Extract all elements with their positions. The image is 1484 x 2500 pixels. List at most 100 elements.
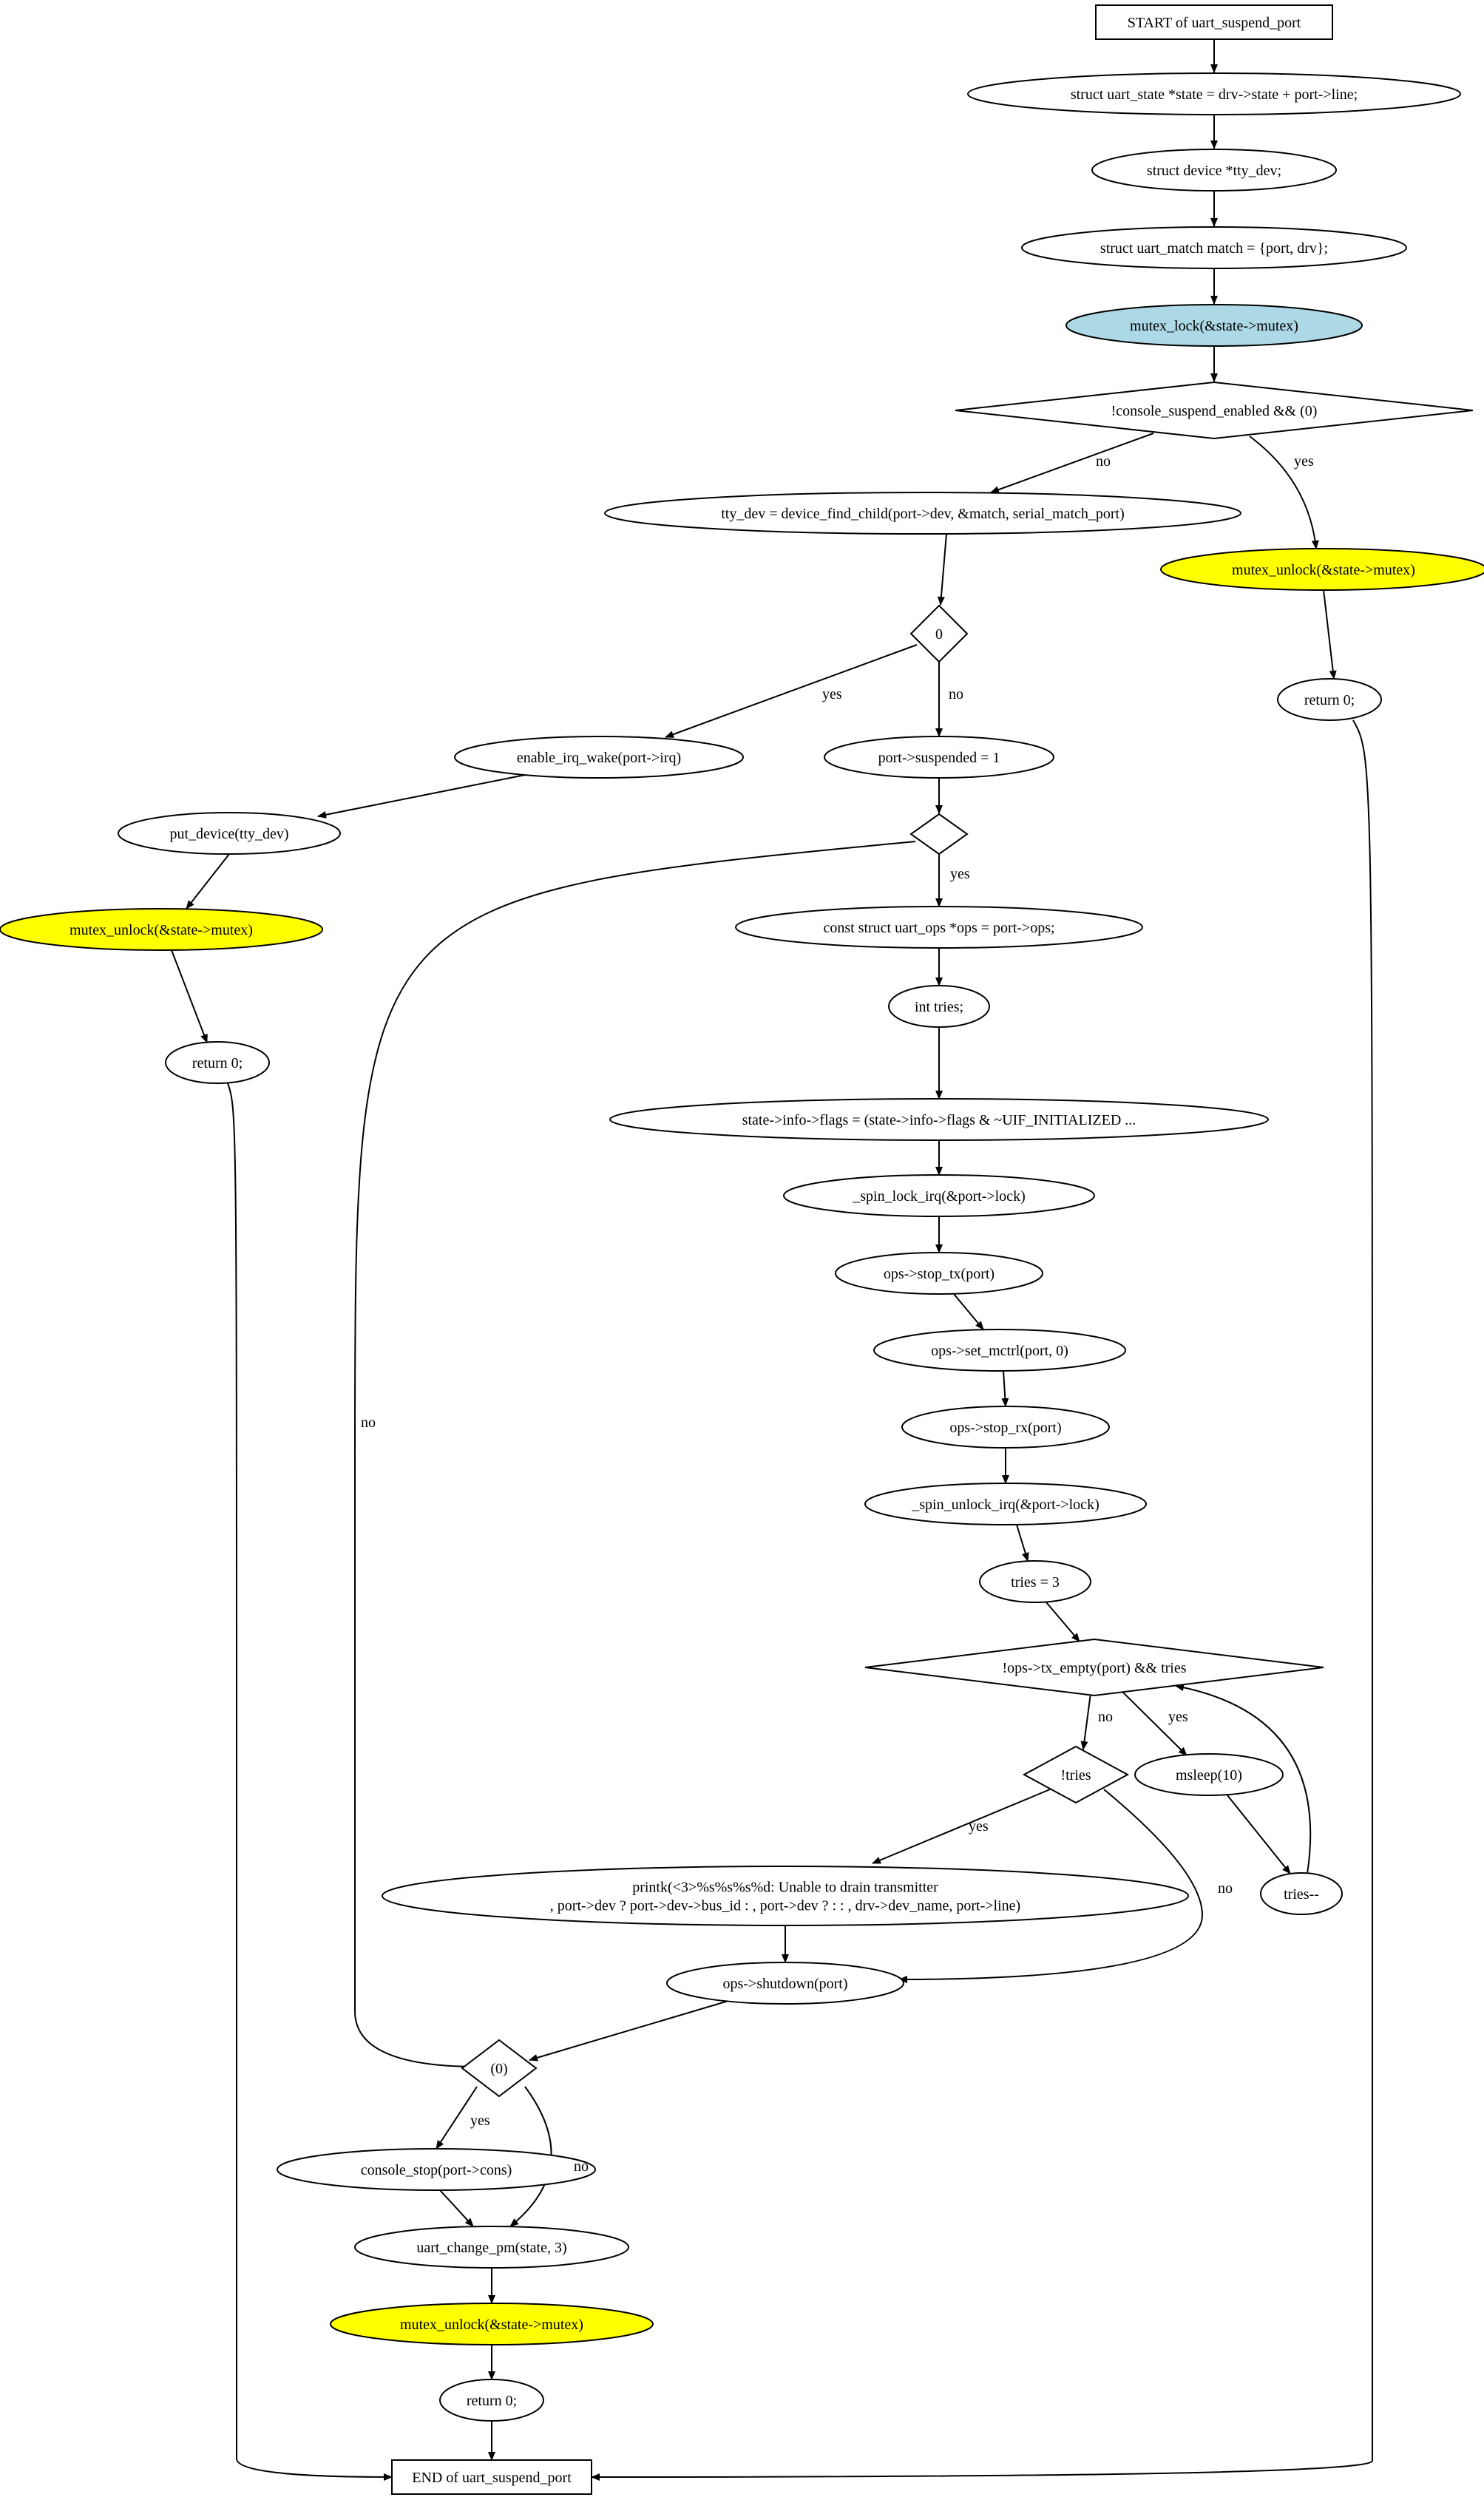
- node-label: END of uart_suspend_port: [412, 2470, 572, 2486]
- edge-d-console-to-n-find: [990, 433, 1154, 493]
- ellipse-shape: [1260, 1872, 1343, 1915]
- edge-label-d-zero2-to-n-changepm: no: [574, 2158, 589, 2175]
- edge-n-stoptx-to-n-setmctrl: [953, 1293, 984, 1330]
- diamond-shape: [909, 813, 969, 856]
- edge-label-d-txempty-to-d-tries: no: [1098, 1709, 1113, 1725]
- ellipse-shape: [382, 1866, 1189, 1926]
- edge-n-tries3-to-d-txempty: [1046, 1602, 1080, 1642]
- node-n-ret3: return 0;: [439, 2379, 544, 2422]
- node-label: enable_irq_wake(port->irq): [517, 750, 681, 766]
- diamond-shape: [955, 381, 1474, 440]
- node-n-ret1: return 0;: [1277, 678, 1382, 721]
- node-label: mutex_unlock(&state->mutex): [1232, 562, 1415, 578]
- node-label: struct uart_match match = {port, drv};: [1100, 240, 1328, 257]
- node-n-constop: console_stop(port->cons): [277, 2148, 596, 2191]
- node-n-spinunlock: _spin_unlock_irq(&port->lock): [864, 1483, 1147, 1525]
- node-label: ops->stop_tx(port): [884, 1266, 995, 1282]
- node-n-ttydev: struct device *tty_dev;: [1091, 149, 1337, 192]
- node-label: mutex_unlock(&state->mutex): [70, 922, 253, 938]
- node-n-spinlock: _spin_lock_irq(&port->lock): [783, 1174, 1095, 1217]
- node-n-triesdec: tries--: [1260, 1872, 1343, 1915]
- edge-label-d-zero2-to-n-constop: yes: [470, 2113, 490, 2129]
- edge-label-d-txempty-to-n-msleep: yes: [1168, 1709, 1188, 1725]
- diamond-shape: [461, 2039, 538, 2098]
- node-n-changepm: uart_change_pm(state, 3): [354, 2226, 629, 2269]
- node-label: tries = 3: [1011, 1574, 1060, 1591]
- edge-d-zero2-to-n-constop: [436, 2086, 478, 2150]
- edge-label-d-console-to-n-find: no: [1096, 453, 1111, 470]
- node-d-empty: [909, 813, 969, 856]
- node-n-putdev: put_device(tty_dev): [118, 812, 341, 855]
- ellipse-shape: [873, 1329, 1126, 1372]
- node-label: 0: [935, 626, 943, 643]
- node-label: return 0;: [467, 2393, 517, 2409]
- node-n-ret2: return 0;: [165, 1041, 270, 1084]
- edge-d-txempty-to-d-tries: [1080, 1693, 1091, 1750]
- node-d-zero2: (0): [461, 2039, 538, 2098]
- ellipse-shape: [901, 1406, 1110, 1449]
- node-label: return 0;: [192, 1055, 243, 1071]
- edge-n-irqwake-to-n-putdev: [317, 774, 526, 819]
- node-label: const struct uart_ops *ops = port->ops;: [823, 920, 1054, 936]
- ellipse-shape: [666, 1962, 904, 2005]
- edge-n-triesdec-to-d-txempty: [1175, 1684, 1312, 1874]
- node-d-zero: 0: [909, 604, 969, 663]
- node-label: START of uart_suspend_port: [1128, 15, 1301, 31]
- edge-label-d-empty-to-n-ops: yes: [950, 866, 970, 882]
- node-label: int tries;: [915, 999, 963, 1015]
- node-n-tries3: tries = 3: [979, 1560, 1091, 1603]
- ellipse-shape: [1091, 149, 1337, 192]
- node-label: console_stop(port->cons): [361, 2162, 512, 2178]
- node-label: _spin_lock_irq(&port->lock): [852, 1188, 1025, 1205]
- edge-n-ret1-to-end: [591, 719, 1373, 2481]
- ellipse-shape: [330, 2303, 654, 2345]
- node-label: !console_suspend_enabled && (0): [1111, 403, 1318, 419]
- edge-d-console-to-n-unlock1: [1249, 436, 1319, 549]
- ellipse-shape: [1160, 548, 1484, 591]
- edge-n-shutdown-to-d-zero2: [529, 2000, 729, 2062]
- ellipse-shape: [835, 1252, 1043, 1295]
- node-n-ops: const struct uart_ops *ops = port->ops;: [735, 906, 1143, 949]
- edge-d-tries-to-n-shutdown: [898, 1789, 1204, 1983]
- node-n-flags: state->info->flags = (state->info->flags…: [609, 1098, 1269, 1141]
- ellipse-shape: [277, 2148, 596, 2191]
- ellipse-shape: [1277, 678, 1382, 721]
- ellipse-shape: [604, 492, 1241, 535]
- edge-n-find-to-d-zero: [937, 533, 947, 606]
- node-label: printk(<3>%s%s%s%d: Unable to drain tran…: [632, 1880, 938, 1896]
- node-label: _spin_unlock_irq(&port->lock): [911, 1497, 1099, 1513]
- edge-label-d-tries-to-n-shutdown: no: [1218, 1880, 1233, 1897]
- node-d-tries: !tries: [1022, 1745, 1130, 1804]
- node-n-unlock2: mutex_unlock(&state->mutex): [0, 908, 323, 951]
- node-n-lock: mutex_lock(&state->mutex): [1065, 304, 1363, 347]
- edge-n-constop-to-n-changepm: [439, 2189, 474, 2227]
- ellipse-shape: [735, 906, 1143, 949]
- node-label: port->suspended = 1: [878, 750, 1000, 766]
- edge-n-unlock2-to-n-ret2: [171, 949, 208, 1043]
- node-n-unlock1: mutex_unlock(&state->mutex): [1160, 548, 1484, 591]
- node-label: ops->stop_rx(port): [949, 1420, 1061, 1436]
- node-label: mutex_lock(&state->mutex): [1130, 318, 1298, 334]
- diamond-shape: [909, 604, 969, 663]
- node-n-msleep: msleep(10): [1134, 1753, 1284, 1796]
- node-label: mutex_unlock(&state->mutex): [400, 2317, 583, 2333]
- node-label: (0): [490, 2061, 507, 2077]
- edge-n-putdev-to-n-unlock2: [186, 853, 230, 909]
- node-n-suspended: port->suspended = 1: [824, 736, 1054, 779]
- node-n-stoprx: ops->stop_rx(port): [901, 1406, 1110, 1449]
- node-end: END of uart_suspend_port: [391, 2459, 592, 2495]
- edge-n-spinunlock-to-n-tries3: [1016, 1524, 1029, 1562]
- ellipse-shape: [609, 1098, 1269, 1141]
- ellipse-shape: [1134, 1753, 1284, 1796]
- node-n-stoptx: ops->stop_tx(port): [835, 1252, 1043, 1295]
- edge-n-unlock1-to-n-ret1: [1323, 589, 1337, 680]
- node-n-state: struct uart_state *state = drv->state + …: [967, 72, 1461, 115]
- edge-n-setmctrl-to-n-stoprx: [1001, 1370, 1009, 1407]
- ellipse-shape: [439, 2379, 544, 2422]
- edge-label-d-empty-to-d-zero2: no: [361, 1415, 376, 1431]
- node-label: ops->set_mctrl(port, 0): [931, 1343, 1068, 1359]
- node-label: uart_change_pm(state, 3): [416, 2240, 566, 2256]
- edge-d-zero-to-n-irqwake: [665, 644, 918, 738]
- edge-d-tries-to-n-printk: [872, 1789, 1051, 1864]
